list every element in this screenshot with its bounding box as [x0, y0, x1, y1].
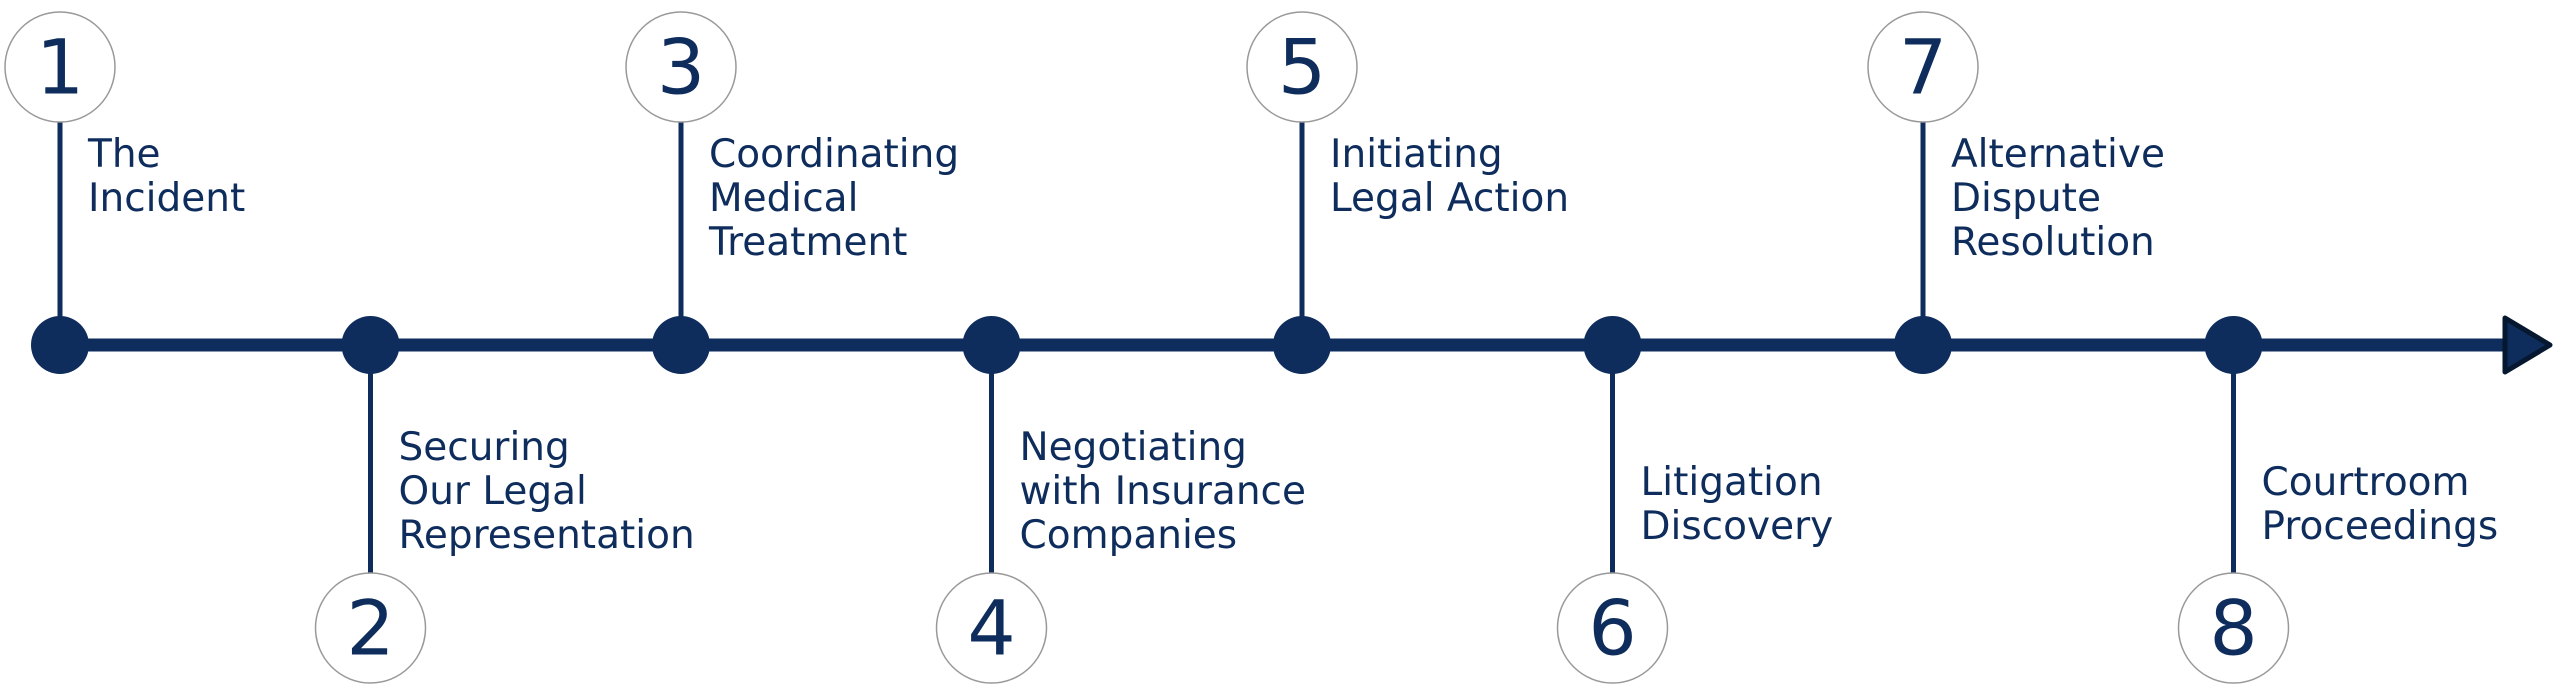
step-badge-circle [935, 572, 1048, 684]
step-badge-circle [2177, 572, 2290, 684]
step-label-line: Discovery [1641, 504, 1834, 549]
step-badge-1: 1 [4, 11, 116, 123]
step-label-line: Coordinating [709, 132, 959, 177]
timeline-dot-3 [652, 316, 710, 374]
step-label-line: Treatment [708, 220, 907, 265]
step-number: 1 [36, 23, 84, 112]
step-label-line: Resolution [1951, 220, 2155, 265]
timeline-dot-8 [2204, 316, 2263, 374]
step-number: 5 [1278, 23, 1326, 112]
step-label-line: Representation [399, 513, 695, 558]
timeline-dot-7 [1894, 316, 1952, 374]
step-badge-circle [1867, 11, 1979, 123]
step-badge-8: 8 [2177, 572, 2290, 684]
step-badge-2: 2 [314, 572, 427, 684]
step-label-line: Securing [399, 425, 570, 470]
step-badge-circle [1246, 11, 1358, 123]
step-number: 2 [346, 584, 394, 673]
step-badge-circle [314, 572, 427, 684]
step-label-line: Alternative [1951, 132, 2165, 177]
step-label-line: Incident [88, 176, 245, 221]
step-badge-6: 6 [1556, 572, 1669, 684]
step-number: 6 [1588, 584, 1636, 673]
step-label-line: Medical [709, 176, 858, 221]
step-number-badges: 1 2 3 4 5 6 7 8 [4, 11, 2290, 684]
timeline-dot-6 [1583, 316, 1642, 374]
step-badge-circle [4, 11, 116, 123]
step-badge-4: 4 [935, 572, 1048, 684]
step-label-line: Dispute [1951, 176, 2101, 221]
timeline-dot-1 [31, 316, 89, 374]
step-label-line: Courtroom [2262, 460, 2470, 505]
timeline-dot-5 [1273, 316, 1331, 374]
step-label-line: Initiating [1330, 132, 1503, 177]
step-badge-circle [1556, 572, 1669, 684]
step-number: 8 [2209, 584, 2257, 673]
step-badge-5: 5 [1246, 11, 1358, 123]
step-badge-circle [625, 11, 737, 123]
step-number: 7 [1899, 23, 1947, 112]
step-badge-7: 7 [1867, 11, 1979, 123]
step-label-line: with Insurance [1020, 469, 1306, 514]
arrow-head-icon [2502, 315, 2553, 375]
step-label-line: Litigation [1641, 460, 1823, 505]
step-number: 4 [967, 584, 1015, 673]
connector-lines [57, 122, 2236, 573]
step-label-line: The [87, 132, 161, 177]
step-label-line: Companies [1020, 513, 1238, 558]
step-label-line: Proceedings [2262, 504, 2499, 549]
timeline-dot-4 [962, 316, 1021, 374]
timeline-dots [31, 316, 2263, 374]
step-label-line: Legal Action [1330, 176, 1569, 221]
step-label-line: Negotiating [1020, 425, 1247, 470]
timeline-dot-2 [341, 316, 400, 374]
step-badge-3: 3 [625, 11, 737, 123]
step-number: 3 [657, 23, 705, 112]
step-label-line: Our Legal [399, 469, 587, 514]
